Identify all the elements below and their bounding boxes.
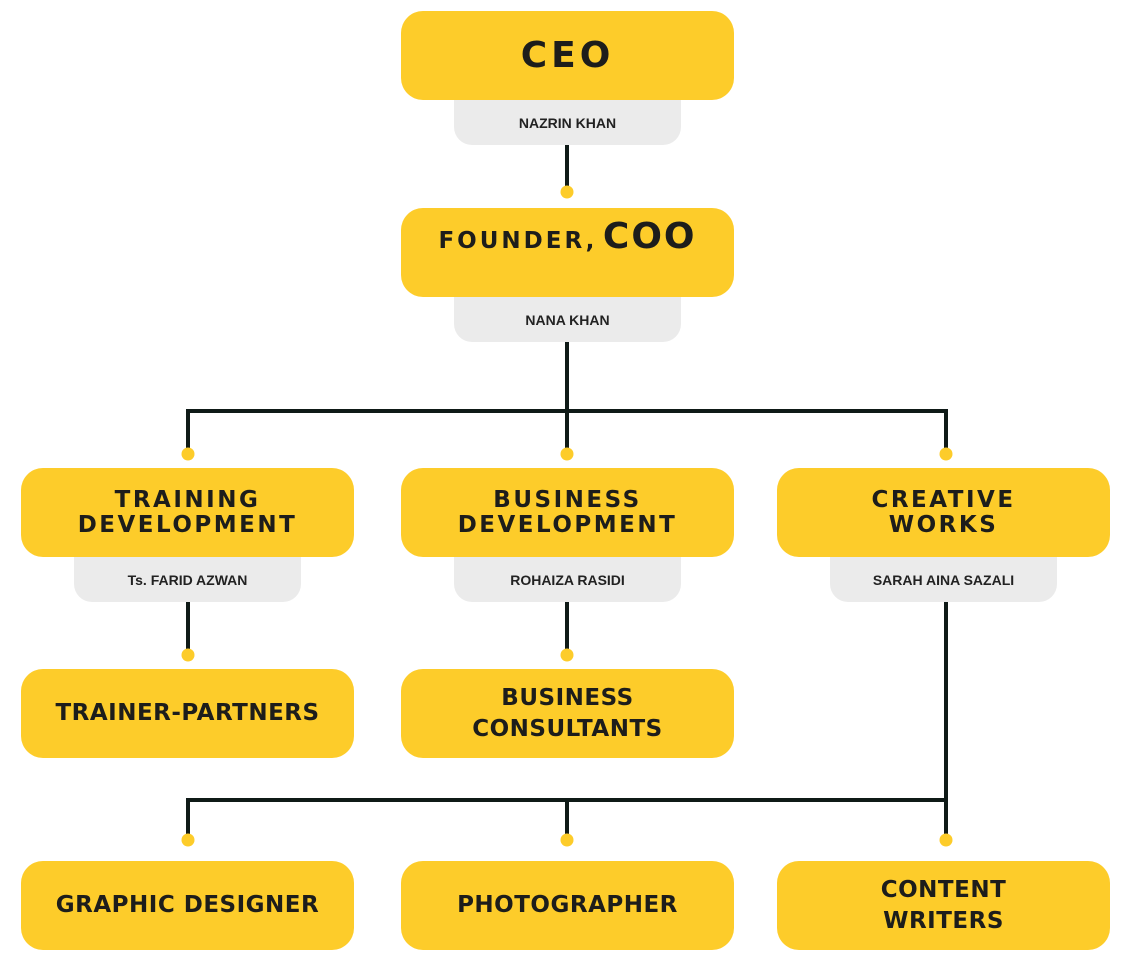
connector-dot <box>560 447 574 461</box>
connector-dot <box>939 833 953 847</box>
node-graphic-designer: GRAPHIC DESIGNER <box>21 861 354 950</box>
connector-dot <box>181 447 195 461</box>
node-training-development: TRAINING DEVELOPMENT <box>21 468 354 557</box>
node-ceo: CEO <box>401 11 734 100</box>
node-title-line2: DEVELOPMENT <box>77 511 298 538</box>
node-training-name: Ts. FARID AZWAN <box>74 557 301 602</box>
node-creative-name: SARAH AINA SAZALI <box>830 557 1057 602</box>
connector-training-sub <box>186 602 190 657</box>
connector-dot <box>939 447 953 461</box>
node-title-line1: PHOTOGRAPHER <box>457 892 678 918</box>
node-title-line1: CONTENT <box>880 876 1007 903</box>
connector-dot <box>560 648 574 662</box>
node-title-line1: GRAPHIC DESIGNER <box>55 892 320 918</box>
connector-ceo-founder <box>565 145 569 195</box>
node-trainer-partners: TRAINER-PARTNERS <box>21 669 354 758</box>
node-title: CEO <box>520 35 615 76</box>
node-business-consultants: BUSINESS CONSULTANTS <box>401 669 734 758</box>
connector-dot <box>181 833 195 847</box>
connector-dot <box>560 185 574 199</box>
connector-dot <box>560 833 574 847</box>
connector-creative-mid <box>565 798 569 842</box>
connector-dept-right <box>944 409 948 457</box>
node-business-development: BUSINESS DEVELOPMENT <box>401 468 734 557</box>
node-title: COO <box>602 216 697 257</box>
node-title-line2: DEVELOPMENT <box>457 511 678 538</box>
node-title-line1: BUSINESS <box>493 486 642 513</box>
connector-creative-left <box>186 798 190 842</box>
connector-creative-down <box>944 602 948 842</box>
node-title-line2: WORKS <box>888 511 999 538</box>
node-founder-name: NANA KHAN <box>454 297 681 342</box>
connector-dept-left <box>186 409 190 457</box>
node-photographer: PHOTOGRAPHER <box>401 861 734 950</box>
connector-business-sub <box>565 602 569 657</box>
node-title-line2: CONSULTANTS <box>472 715 663 742</box>
connector-dept-horizontal <box>186 409 948 413</box>
connector-dot <box>181 648 195 662</box>
node-title-line2: WRITERS <box>883 907 1004 934</box>
node-title-line1: BUSINESS <box>501 684 634 711</box>
node-title-line1: TRAINER-PARTNERS <box>55 700 320 726</box>
node-title-line1: CREATIVE <box>871 486 1016 513</box>
node-content-writers: CONTENT WRITERS <box>777 861 1110 950</box>
node-founder-coo: FOUNDER, COO <box>401 208 734 297</box>
node-ceo-name: NAZRIN KHAN <box>454 100 681 145</box>
node-business-name: ROHAIZA RASIDI <box>454 557 681 602</box>
connector-founder-down <box>565 342 569 457</box>
node-creative-works: CREATIVE WORKS <box>777 468 1110 557</box>
node-title-line1: TRAINING <box>114 486 261 513</box>
node-title-prefix: FOUNDER, <box>438 228 598 254</box>
